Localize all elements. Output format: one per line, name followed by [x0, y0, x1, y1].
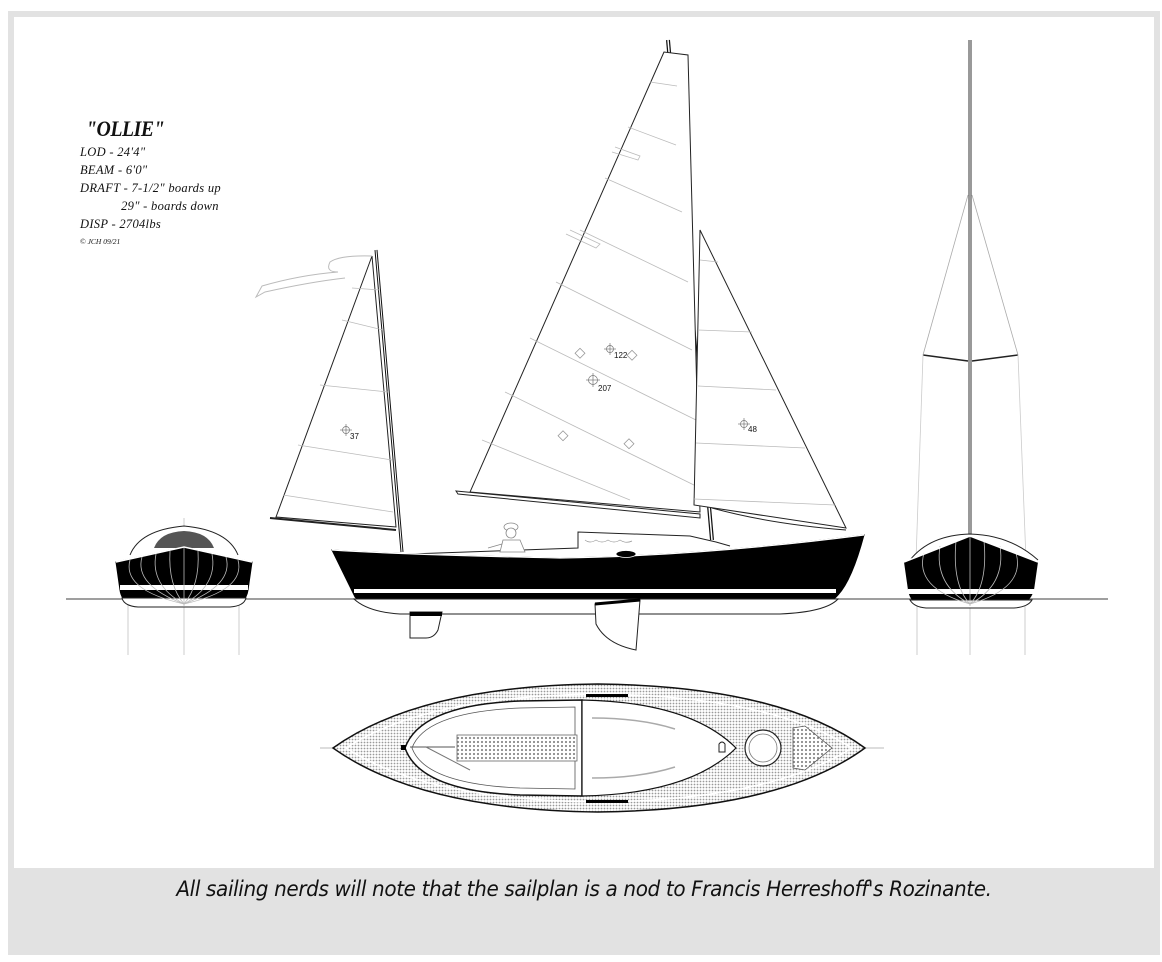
person-figure [487, 522, 526, 553]
bow-section-view [115, 518, 253, 655]
spec-lod: LOD - 24'4" [80, 145, 146, 159]
boat-drawing: "OLLIE" LOD - 24'4" BEAM - 6'0" DRAFT - … [14, 17, 1154, 868]
sail-area-label-main-lower: 207 [598, 384, 612, 393]
spec-beam: BEAM - 6'0" [80, 163, 148, 177]
sail-area-label-main-upper: 122 [614, 351, 628, 360]
spec-draft-down: 29" - boards down [80, 199, 219, 213]
sail-area-label-jib: 48 [748, 425, 757, 434]
specifications-block: "OLLIE" LOD - 24'4" BEAM - 6'0" DRAFT - … [80, 115, 221, 249]
sail-plan-profile [254, 39, 865, 651]
deck-plan [320, 683, 884, 813]
spec-disp: DISP - 2704lbs [80, 217, 162, 231]
boat-name-title: "OLLIE" [86, 116, 165, 141]
figure: "OLLIE" LOD - 24'4" BEAM - 6'0" DRAFT - … [8, 11, 1160, 955]
copyright-note: © JCH 09/21 [80, 237, 121, 246]
figure-caption: All sailing nerds will note that the sai… [176, 877, 992, 902]
sail-area-label-mizzen: 37 [350, 432, 359, 441]
stern-section-view [903, 40, 1039, 655]
spec-draft: DRAFT - 7-1/2" boards up [80, 181, 221, 195]
